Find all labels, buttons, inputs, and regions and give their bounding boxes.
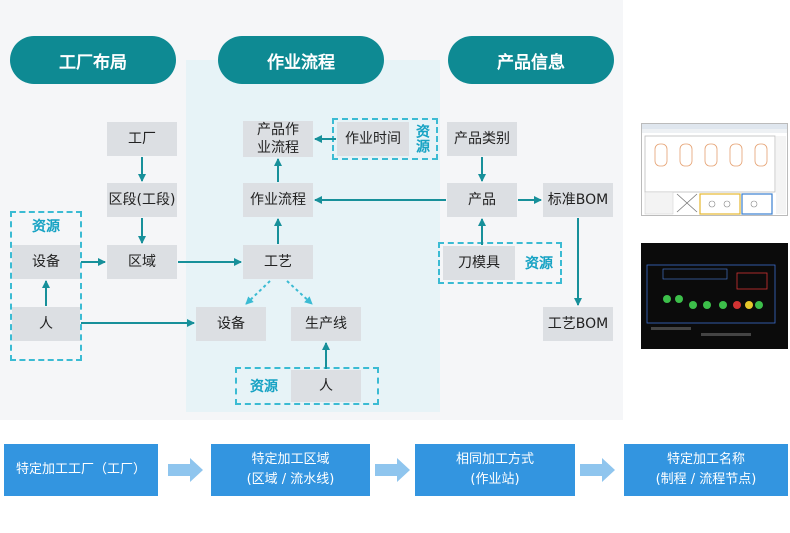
node-process: 工艺 <box>243 245 313 279</box>
node-factory: 工厂 <box>107 122 177 156</box>
node-product: 产品 <box>447 183 517 217</box>
layout-screenshot-thumbnail <box>641 123 788 216</box>
step-arrow-2 <box>375 458 410 482</box>
node-equipment-left: 设备 <box>12 245 80 279</box>
step-specific-process-name: 特定加工名称 (制程 / 流程节点) <box>624 444 788 496</box>
step-line-1: 特定加工工厂（工厂） <box>15 462 146 477</box>
node-process-bom: 工艺BOM <box>543 307 613 341</box>
step-line-1: 相同加工方式 <box>455 452 534 467</box>
step-arrow-3 <box>580 458 615 482</box>
step-specific-area: 特定加工区域 (区域 / 流水线) <box>211 444 370 496</box>
header-work-flow: 作业流程 <box>218 36 384 84</box>
resource-group-left <box>10 211 82 361</box>
step-line-2: (区域 / 流水线) <box>246 472 335 487</box>
node-standard-bom: 标准BOM <box>543 183 613 217</box>
node-work-time: 作业时间 <box>337 122 409 156</box>
step-line-2: (作业站) <box>470 472 520 487</box>
header-factory-layout: 工厂布局 <box>10 36 176 84</box>
resource-label-tool-mold: 资源 <box>525 256 553 272</box>
node-product-work-flow: 产品作业流程 <box>243 121 313 157</box>
node-person-bottom: 人 <box>291 370 361 402</box>
step-line-1: 特定加工区域 <box>251 452 330 467</box>
resource-label-left: 资源 <box>32 219 60 235</box>
resource-group-tool-mold <box>438 242 562 284</box>
resource-group-bottom <box>235 367 379 405</box>
step-same-method: 相同加工方式 (作业站) <box>415 444 575 496</box>
step-line-1: 特定加工名称 <box>666 452 745 467</box>
node-equipment-center: 设备 <box>196 307 266 341</box>
node-production-line: 生产线 <box>291 307 361 341</box>
resource-label-work-time: 资源 <box>414 124 430 154</box>
monitor-screenshot-image <box>646 264 776 336</box>
layout-screenshot-image <box>642 124 787 215</box>
node-person-left: 人 <box>12 307 80 341</box>
node-work-flow: 作业流程 <box>243 183 313 217</box>
step-arrow-1 <box>168 458 203 482</box>
node-tool-mold: 刀模具 <box>443 246 515 280</box>
step-line-2: (制程 / 流程节点) <box>655 472 757 487</box>
header-product-info: 产品信息 <box>448 36 614 84</box>
node-section: 区段(工段) <box>107 183 177 217</box>
node-area: 区域 <box>107 245 177 279</box>
resource-label-bottom: 资源 <box>250 379 278 395</box>
node-product-category: 产品类别 <box>447 122 517 156</box>
step-specific-factory: 特定加工工厂（工厂） <box>4 444 158 496</box>
monitor-screenshot-thumbnail <box>641 243 788 349</box>
